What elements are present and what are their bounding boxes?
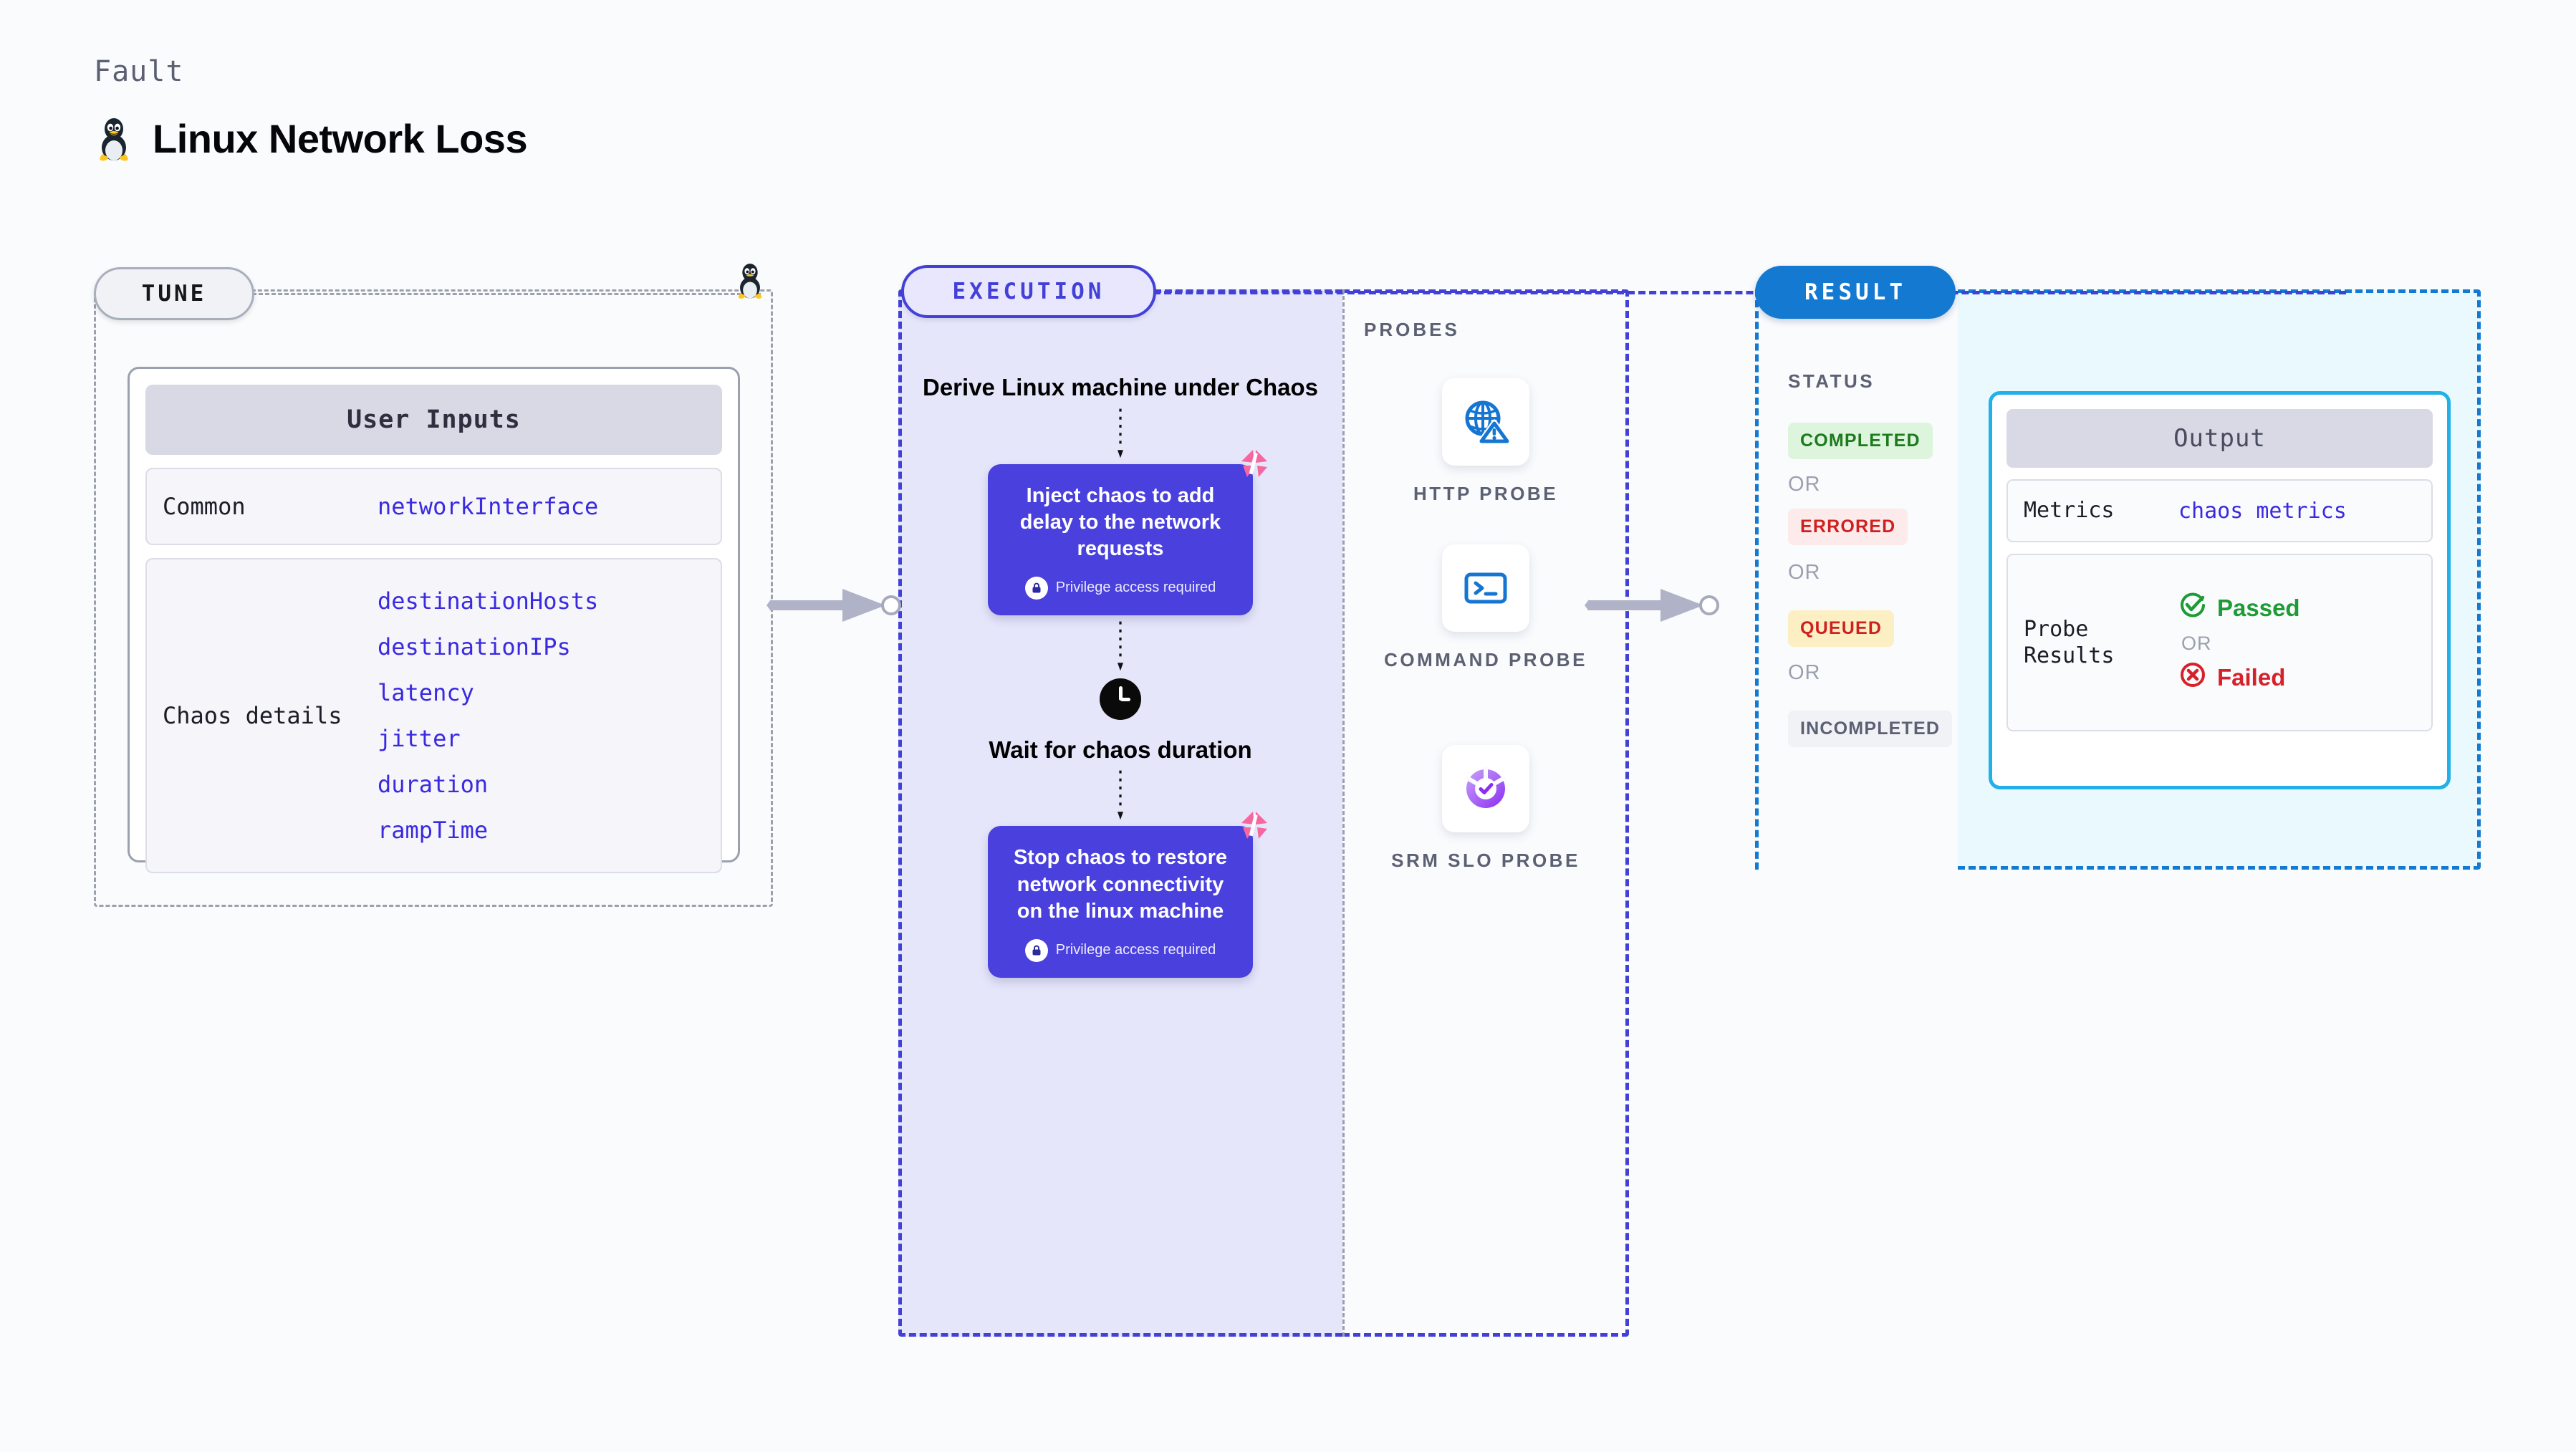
probe-result-or: OR [2181,632,2212,654]
privilege-text: Privilege access required [1055,942,1216,958]
status-or-1: OR [1788,473,1821,496]
page-title: Linux Network Loss [153,115,528,161]
linux-penguin-corner-icon [734,260,766,304]
tune-panel [94,289,773,907]
page-title-row: Linux Network Loss [94,115,528,162]
card-text: Inject chaos to add delay to the network… [1019,484,1221,560]
output-row-label: Probe Results [2024,616,2115,669]
output-card-title: Output [2007,409,2433,468]
probe-http[interactable]: HTTP PROBE [1342,378,1629,506]
result-stage-label[interactable]: RESULT [1755,266,1956,319]
failed-label: Failed [2217,663,2286,691]
globe-warning-icon [1442,378,1529,466]
status-or-3: OR [1788,661,1821,684]
user-input-row-common: Common networkInterface [145,468,722,545]
row-label: Common [163,493,246,520]
result-status-panel [1755,289,1958,870]
probe-result-values: Passed OR Failed [2178,591,2300,695]
connector-arrow-execution-to-result [1583,580,1726,634]
probe-result-passed: Passed [2178,591,2300,625]
output-row-probe-results: Probe Results Passed OR [2007,554,2433,731]
privilege-text: Privilege access required [1055,580,1216,596]
status-badge-incompleted: INCOMPLETED [1788,711,1953,747]
dotted-arrow-icon [1118,621,1123,671]
probes-left-divider [1342,289,1345,1337]
execution-flow: Derive Linux machine under Chaos Inject … [898,372,1342,978]
param-networkinterface[interactable]: networkInterface [378,493,599,520]
privilege-note: Privilege access required [1005,938,1236,962]
page-eyebrow-fault: Fault [94,55,184,88]
row-label: Chaos details [163,702,342,729]
param-duration[interactable]: duration [378,771,489,798]
output-row-metrics: Metrics chaos metrics [2007,479,2433,542]
execution-card-inject-chaos[interactable]: Inject chaos to add delay to the network… [988,449,1267,615]
dotted-arrow-icon [1118,771,1123,820]
output-row-label: Metrics [2024,498,2115,524]
probe-label: COMMAND PROBE [1384,649,1587,670]
probes-section-label: PROBES [1364,319,1460,340]
tune-top-dashed-connector [252,293,761,295]
probe-label: HTTP PROBE [1413,483,1559,504]
slo-donut-check-icon [1442,745,1529,832]
probe-srm-slo[interactable]: SRM SLO PROBE [1342,745,1629,872]
lock-icon [1024,576,1048,600]
check-circle-icon [2178,591,2207,625]
connector-arrow-tune-to-execution [765,580,908,634]
param-ramptime[interactable]: rampTime [378,817,489,844]
status-badge-queued: QUEUED [1788,610,1895,647]
privilege-note: Privilege access required [1005,576,1236,600]
linux-penguin-icon [94,115,134,162]
passed-label: Passed [2217,594,2300,621]
dotted-arrow-icon [1118,408,1123,458]
x-circle-icon [2178,660,2207,695]
probe-command[interactable]: COMMAND PROBE [1342,544,1629,672]
harness-logo-icon [1237,448,1269,484]
probe-result-failed: Failed [2178,660,2300,695]
clock-icon [1098,677,1143,725]
param-destinationips[interactable]: destinationIPs [378,633,571,660]
param-latency[interactable]: latency [378,679,474,706]
lock-icon [1024,938,1048,962]
execution-step-derive-title: Derive Linux machine under Chaos [923,374,1318,400]
user-inputs-title: User Inputs [145,385,722,455]
status-badge-completed: COMPLETED [1788,423,1933,459]
param-jitter[interactable]: jitter [378,725,461,752]
card-text: Stop chaos to restore network connectivi… [1013,846,1228,923]
execution-stage-label[interactable]: EXECUTION [901,265,1156,318]
execution-card-stop-chaos[interactable]: Stop chaos to restore network connectivi… [988,812,1267,978]
execution-top-dashed-border [1153,291,2346,294]
probe-label: SRM SLO PROBE [1391,850,1580,871]
output-metrics-value[interactable]: chaos metrics [2178,498,2347,524]
status-badge-errored: ERRORED [1788,509,1908,545]
status-section-label: STATUS [1788,370,1875,392]
harness-logo-icon [1237,810,1269,845]
output-card: Output Metrics chaos metrics Probe Resul… [1989,391,2451,789]
tune-stage-label[interactable]: TUNE [94,267,254,320]
execution-step-wait-title: Wait for chaos duration [989,736,1252,763]
row-values: networkInterface [378,493,598,520]
user-input-row-chaos-details: Chaos details destinationHosts destinati… [145,558,722,873]
terminal-icon [1442,544,1529,632]
user-inputs-card: User Inputs Common networkInterface Chao… [128,367,740,873]
status-or-2: OR [1788,561,1821,584]
param-destinationhosts[interactable]: destinationHosts [378,587,599,615]
row-values: destinationHosts destinationIPs latency … [378,587,598,844]
